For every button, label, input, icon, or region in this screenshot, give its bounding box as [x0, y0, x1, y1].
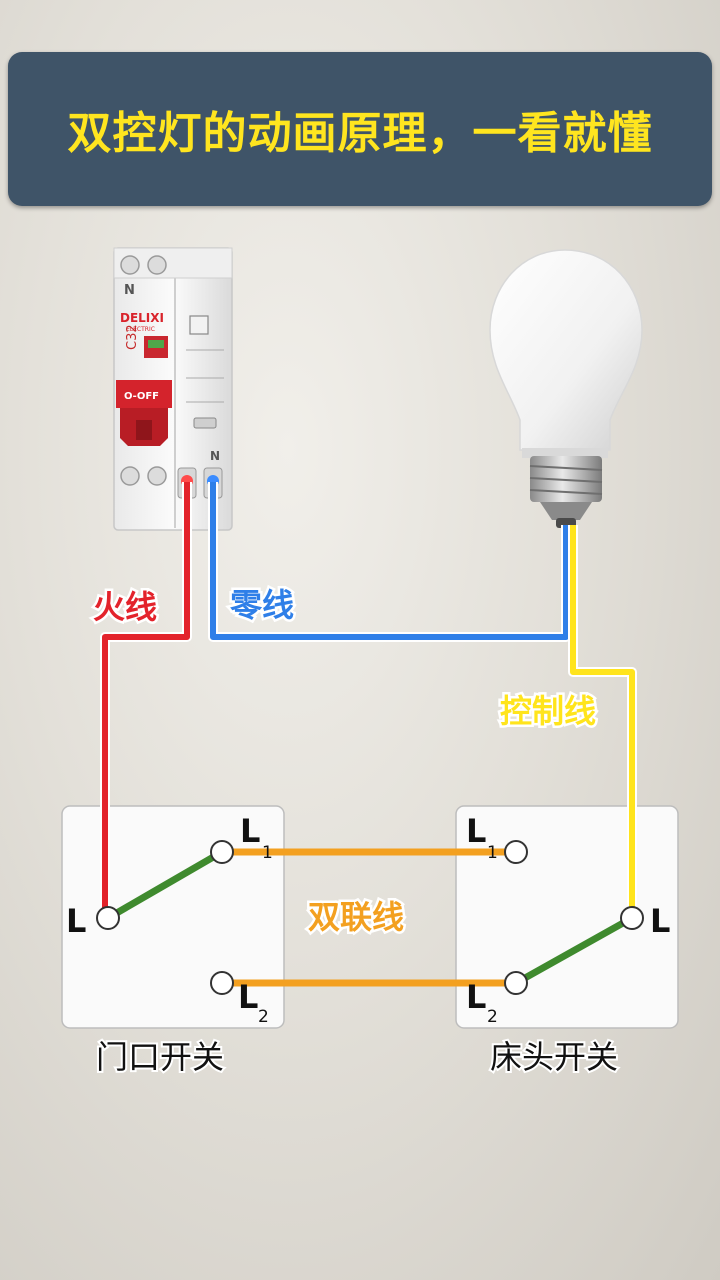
door-common-label: L	[66, 902, 86, 940]
traveler-wire-label: 双联线	[308, 898, 404, 936]
screw-icon	[120, 466, 140, 486]
screw-icon	[120, 255, 140, 275]
screw-icon	[147, 466, 167, 486]
bedside-common-terminal	[620, 906, 644, 930]
bedside-l2-terminal	[504, 971, 528, 995]
door-l1-terminal	[210, 840, 234, 864]
bedside-l1-terminal	[504, 840, 528, 864]
door-l1-label: L	[240, 812, 260, 850]
live-wire-label: 火线	[93, 588, 157, 626]
bedside-switch-arm	[512, 914, 636, 987]
door-l2-label: L	[238, 978, 258, 1016]
bedside-l2-subscript: 2	[487, 1007, 498, 1027]
breaker-brand: DELIXI	[120, 311, 164, 325]
door-switch-caption: 门口开关	[96, 1038, 224, 1076]
door-switch-arm	[104, 848, 226, 922]
door-common-terminal	[96, 906, 120, 930]
bedside-l1-label: L	[466, 812, 486, 850]
test-button-icon	[189, 315, 209, 335]
circuit-breaker: N DELIXI ELECTRIC C32 O-OFF N	[113, 247, 233, 531]
bedside-common-label: L	[650, 902, 670, 940]
breaker-brand-sub: ELECTRIC	[126, 326, 155, 333]
breaker-top-terminal-label: N	[124, 283, 135, 298]
door-l2-subscript: 2	[258, 1007, 269, 1027]
light-bulb-icon	[489, 249, 643, 528]
bedside-switch-caption: 床头开关	[490, 1038, 618, 1076]
door-l1-subscript: 1	[262, 843, 273, 863]
bedside-l2-label: L	[466, 978, 486, 1016]
breaker-lever	[116, 380, 172, 408]
neutral-wire-label: 零线	[230, 586, 294, 624]
bedside-switch-plate	[455, 805, 679, 1029]
title-banner: 双控灯的动画原理，一看就懂	[8, 52, 712, 206]
bedside-l1-subscript: 1	[487, 843, 498, 863]
door-l2-terminal	[210, 971, 234, 995]
control-wire-label: 控制线	[500, 692, 596, 730]
breaker-off-label: O-OFF	[124, 391, 159, 402]
breaker-bottom-terminal-label: N	[210, 449, 220, 463]
breaker-rating: C32	[125, 324, 140, 350]
page-title: 双控灯的动画原理，一看就懂	[67, 108, 653, 159]
screw-icon	[147, 255, 167, 275]
